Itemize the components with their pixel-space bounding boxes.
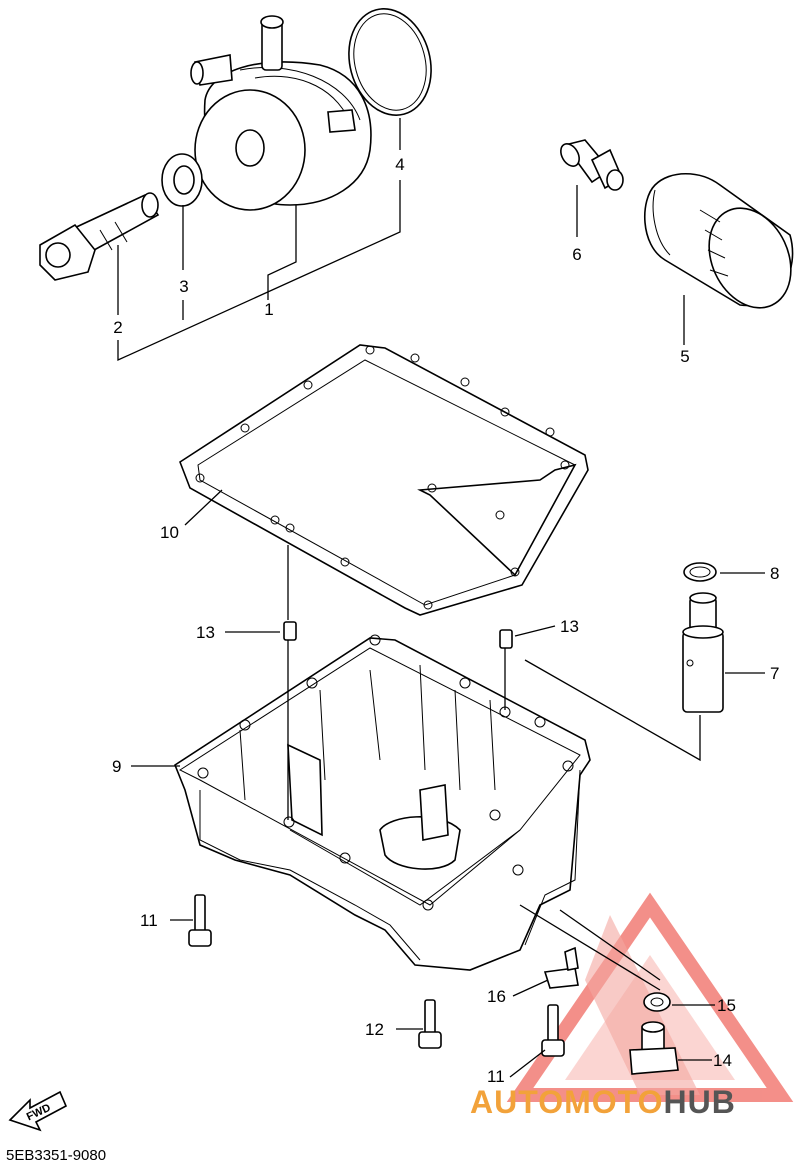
oil-pan-gasket <box>179 344 589 616</box>
leader-lines <box>117 118 765 1078</box>
callout-10: 10 <box>160 523 179 542</box>
callout-1: 1 <box>264 300 273 319</box>
oil-pan <box>174 634 591 971</box>
callout-labels: 1 2 3 4 5 6 7 8 9 10 11 11 12 13 13 14 1… <box>112 155 779 1086</box>
o-ring-4 <box>348 8 432 116</box>
dowel-pins <box>283 621 513 649</box>
pan-bolt-left <box>188 894 212 947</box>
callout-9: 9 <box>112 757 121 776</box>
callout-8: 8 <box>770 564 779 583</box>
watermark-brand-part1: AUTOMOTO <box>470 1084 663 1120</box>
callout-5: 5 <box>680 347 689 366</box>
drain-washer <box>643 992 671 1012</box>
callout-16: 16 <box>487 987 506 1006</box>
oil-strainer <box>682 592 724 713</box>
callout-3: 3 <box>179 277 188 296</box>
bracket-16 <box>543 946 579 989</box>
washer-3 <box>161 153 203 207</box>
watermark-brand-part2: HUB <box>663 1084 735 1120</box>
callout-11-left: 11 <box>140 911 158 930</box>
strainer-oring <box>683 562 717 582</box>
callout-2: 2 <box>113 318 122 337</box>
part-code: 5EB3351-9080 <box>6 1147 106 1164</box>
callout-4: 4 <box>395 155 404 174</box>
callout-7: 7 <box>770 664 779 683</box>
forward-arrow-icon <box>8 1090 68 1132</box>
union-bolt <box>39 192 160 281</box>
callout-13-right: 13 <box>560 617 579 636</box>
callout-12: 12 <box>365 1020 384 1039</box>
pan-bolt-center <box>418 999 442 1049</box>
oil-filter <box>644 173 794 309</box>
callout-14: 14 <box>713 1051 732 1070</box>
callout-11-right: 11 <box>487 1067 505 1086</box>
drain-bolt <box>629 1021 679 1075</box>
oil-cooler <box>190 15 372 211</box>
pan-bolt-right <box>541 1004 565 1057</box>
pipe-fitting <box>560 139 624 191</box>
callout-6: 6 <box>572 245 581 264</box>
callout-13-left: 13 <box>196 623 215 642</box>
callout-15: 15 <box>717 996 736 1015</box>
watermark-text: AUTOMOTOHUB <box>470 1084 736 1120</box>
